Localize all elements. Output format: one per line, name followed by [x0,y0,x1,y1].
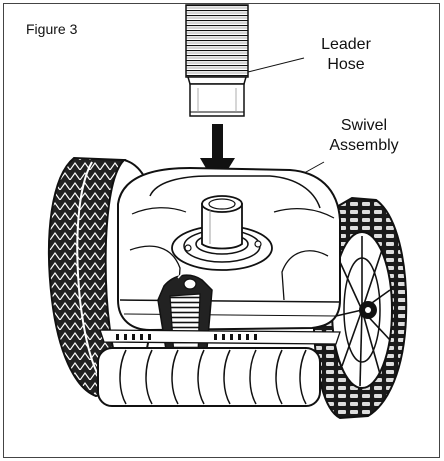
leader-hose-label-line2: Hose [327,56,365,73]
leader-hose-callout-line [247,57,305,73]
front-vent [99,329,341,345]
swivel-assembly-label-line1: Swivel [340,117,388,134]
swivel-assembly [171,195,273,271]
leader-hose-label-line1: Leader [321,36,371,53]
figure-label: Figure 3 [26,21,78,37]
leader-hose [185,4,249,117]
roller-brush [97,347,321,407]
swivel-assembly-callout: Swivel Assembly [312,116,416,156]
leader-hose-callout: Leader Hose [306,35,386,75]
swivel-assembly-label-line2: Assembly [329,137,399,154]
